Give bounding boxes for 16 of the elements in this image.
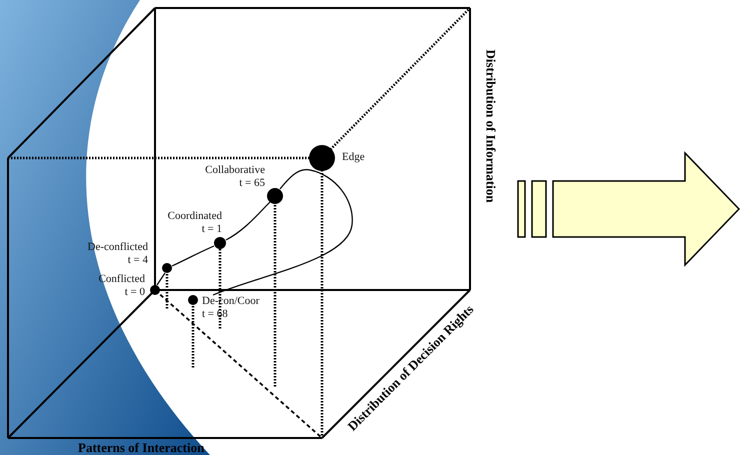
- trajectory-curve: [226, 202, 270, 241]
- point-label: Coordinated t = 1: [168, 210, 222, 236]
- data-point: [214, 237, 226, 249]
- data-point: [150, 285, 160, 295]
- data-point: [309, 145, 335, 171]
- axis-label: Patterns of Interaction: [78, 440, 204, 455]
- trajectory-curve: [172, 245, 214, 267]
- trajectory-curve: [156, 272, 166, 286]
- point-label: De-con/Coor t = 68: [202, 295, 260, 321]
- point-label: Edge: [342, 151, 365, 164]
- data-point: [188, 295, 198, 305]
- trajectory-curve: [212, 169, 353, 296]
- point-label: Collaborative t = 65: [205, 164, 265, 190]
- data-point: [267, 188, 283, 204]
- axis-label: Distribution of Information: [482, 49, 499, 203]
- data-point: [162, 263, 172, 273]
